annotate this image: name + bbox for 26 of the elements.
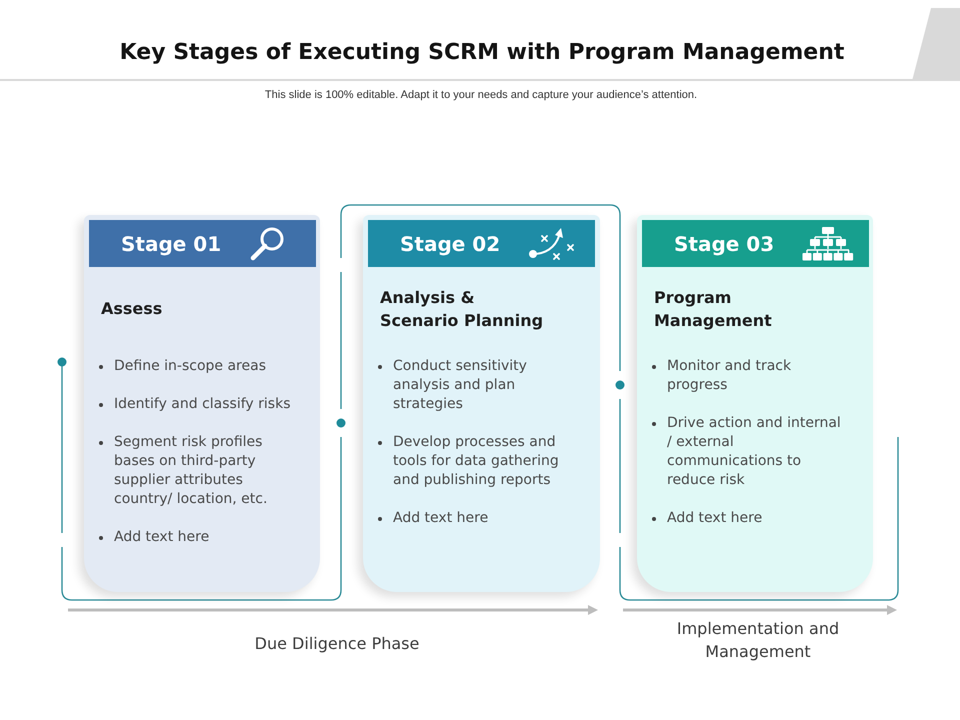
stage-header-bar <box>89 220 316 267</box>
stage-title: Stage 02 <box>400 230 500 256</box>
bullet-item: Add text here <box>649 509 847 528</box>
stage-heading: Program Management <box>654 286 773 332</box>
bullet-item: Add text here <box>375 509 573 528</box>
bullet-item: Define in-scope areas <box>96 357 294 376</box>
stage-card <box>363 215 600 592</box>
subtitle: This slide is 100% editable. Adapt it to your needs and capture your audience’s attention. <box>264 88 698 102</box>
slide-title: Key Stages of Executing SCRM with Program Management <box>120 39 844 67</box>
bullet-item: Monitor and track progress <box>649 357 847 395</box>
stage-header-bar <box>368 220 595 267</box>
bullet-item: Add text here <box>96 528 294 547</box>
stage-heading: Assess <box>101 298 162 320</box>
bullet-item: Develop processes and tools for data gathering and publishing reports <box>375 433 573 490</box>
stage-header-bar <box>642 220 869 267</box>
bullet-item: Drive action and internal / external communications to reduce risk <box>649 414 847 490</box>
stage-title: Stage 01 <box>121 230 222 256</box>
bullet-item: Identify and classify risks <box>96 395 294 414</box>
stage-card <box>637 215 873 592</box>
bullet-item: Conduct sensitivity analysis and plan strategies <box>375 357 573 414</box>
phase-label: Due Diligence Phase <box>254 633 420 655</box>
bullet-item: Segment risk profiles bases on third-party supplier attributes country/ location, etc. <box>96 433 294 509</box>
stage-heading: Analysis & Scenario Planning <box>380 286 544 332</box>
stage-card <box>84 215 320 592</box>
phase-label: Implementation and Management <box>676 618 840 663</box>
stage-title: Stage 03 <box>674 230 774 256</box>
